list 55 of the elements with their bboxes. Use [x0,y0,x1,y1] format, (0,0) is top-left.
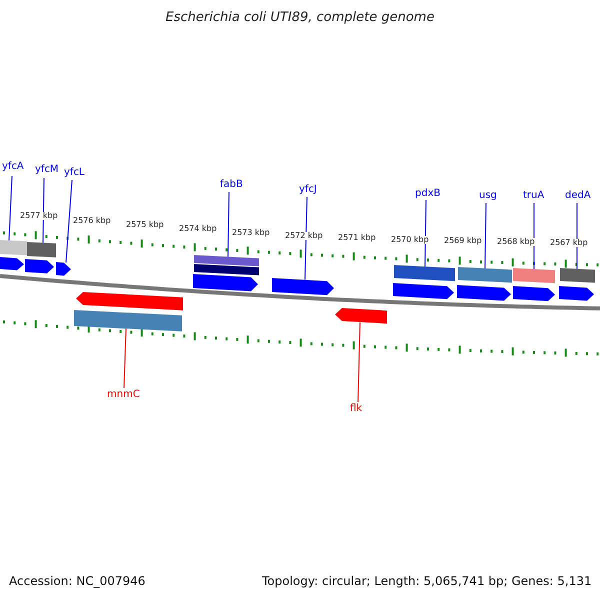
gene-label: yfcA [2,162,24,172]
gene-bar [458,267,512,283]
gene-bar [194,255,259,266]
scale-label: 2569 kbp [444,237,482,245]
leader-line [124,328,126,388]
gene-label: mnmC [107,390,140,400]
gene-label: flk [350,404,362,414]
leader-line [42,178,44,244]
scale-label: 2576 kbp [73,217,111,225]
leader-line [8,176,12,241]
scale-label: 2572 kbp [285,232,323,240]
gene-feature [25,259,54,274]
gene-feature [272,278,334,296]
gene-label: yfcM [35,165,59,175]
gene-feature [457,285,511,301]
gene-feature [193,274,258,292]
title: Escherichia coli UTI89, complete genome [164,11,436,24]
gene-label: usg [479,191,497,201]
gene-label: yfcJ [299,185,317,195]
leader-line [66,180,72,263]
gene-bar [27,242,56,258]
gene-bar [0,240,27,256]
gene-bar [513,268,555,284]
gene-label: pdxB [415,189,440,199]
leader-line [576,202,578,270]
gene-bar [74,310,182,332]
gene-feature [335,308,387,324]
gene-feature [0,257,24,270]
leader-line [228,192,230,258]
scale-label: 2575 kbp [126,221,164,229]
scale-label: 2574 kbp [179,225,217,233]
scale-label: 2568 kbp [497,238,535,246]
scale-label: 2577 kbp [20,212,58,220]
gene-label: truA [523,191,544,201]
gene-feature [76,292,183,310]
gene-feature [393,283,454,300]
scale-label: 2571 kbp [338,234,376,242]
footer-text: Topology: circular; Length: 5,065,741 bp; Genes: 5,131 [262,575,592,587]
leader-line [358,322,360,402]
scale-label: 2573 kbp [232,229,270,237]
gene-bar [194,264,259,276]
leader-line [424,200,426,268]
leader-line [304,196,308,280]
gene-feature [513,286,555,302]
scale-label: 2567 kbp [550,239,588,247]
gene-label: yfcL [64,168,85,178]
gene-bar [560,268,595,283]
gene-label: fabB [220,180,243,190]
scale-label: 2570 kbp [391,236,429,244]
footer-text: Accession: NC_007946 [9,575,146,587]
gene-feature [56,262,71,276]
gene-feature [559,286,594,301]
leader-line [484,202,486,269]
gene-bar [394,265,455,282]
gene-label: dedA [565,191,591,201]
